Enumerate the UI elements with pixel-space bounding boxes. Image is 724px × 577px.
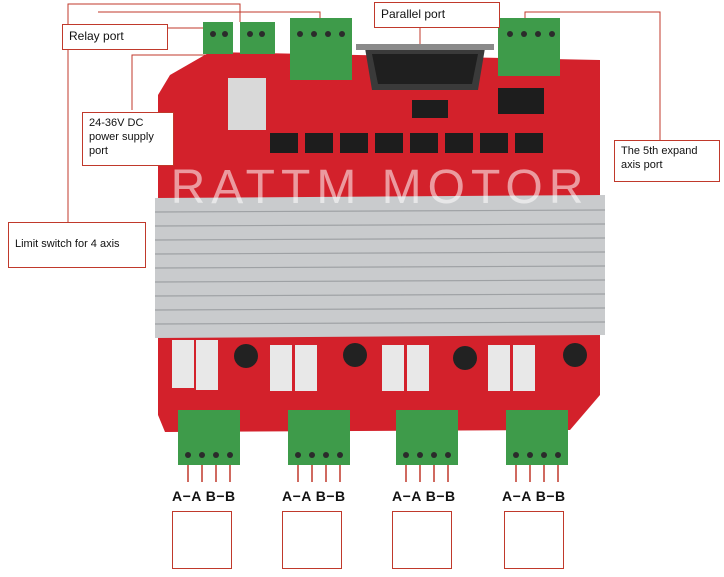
bottom-components: [172, 340, 587, 391]
heatsink: [154, 195, 606, 338]
callout-power-supply-label: 24-36V DC power supply port: [89, 117, 154, 157]
callout-limit-switch: Limit switch for 4 axis: [8, 222, 146, 268]
motor-frame-axis-4: [504, 511, 564, 569]
top-connectors: [203, 18, 560, 80]
relay-component: [228, 78, 266, 130]
callout-parallel-port: Parallel port: [374, 2, 500, 28]
callout-parallel-port-label: Parallel port: [381, 7, 446, 21]
motor-frame-axis-2: [282, 511, 342, 569]
axis-3-phase-label: A−A B−B: [392, 488, 456, 504]
callout-relay-port-label: Relay port: [69, 29, 124, 43]
motor-connectors: [178, 410, 568, 482]
stepper-motors: [180, 520, 554, 558]
callout-limit-switch-label: Limit switch for 4 axis: [15, 238, 120, 251]
motor-frame-axis-3: [392, 511, 452, 569]
callout-expand-axis-label: The 5th expand axis port: [621, 145, 698, 171]
parallel-port-connector: [356, 44, 494, 90]
motor-frame-axis-1: [172, 511, 232, 569]
callout-power-supply-port: 24-36V DC power supply port: [82, 112, 174, 166]
callout-expand-axis-port: The 5th expand axis port: [614, 140, 720, 182]
callout-relay-port: Relay port: [62, 24, 168, 50]
axis-4-phase-label: A−A B−B: [502, 488, 566, 504]
driver-chips: [270, 88, 544, 153]
axis-2-phase-label: A−A B−B: [282, 488, 346, 504]
axis-1-phase-label: A−A B−B: [172, 488, 236, 504]
